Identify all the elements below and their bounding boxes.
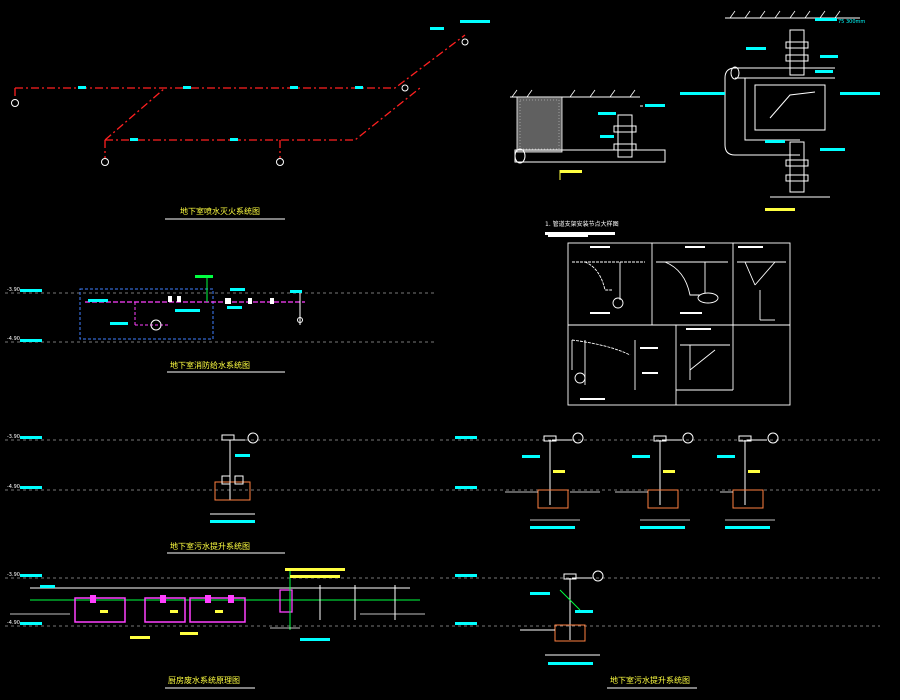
wall-penetration-detail — [510, 89, 666, 180]
elev-a-waste: -3.90 — [7, 572, 20, 578]
elev-b-waste: -4.90 — [7, 620, 20, 626]
sprinkler-isometric — [14, 34, 466, 158]
wastewater-system-left: -3.90 -4.90 — [5, 568, 435, 641]
title-drain1: 地下室污水提升系统图 — [170, 541, 250, 551]
sprinkler-small-labels — [78, 20, 490, 141]
elev-b-drain: -4.90 — [7, 484, 20, 490]
title-drain2: 地下室污水提升系统图 — [610, 675, 690, 685]
pump-room-system: -3.90 -4.90 — [5, 275, 435, 343]
drainage-system-right — [440, 432, 880, 529]
elev-a-pump: -3.90 — [7, 287, 20, 293]
title-sprinkler: 地下室喷水灭火系统图 — [180, 206, 260, 216]
drainage-system-bottom-right — [440, 570, 880, 665]
title-detail: 1. 管道支架安装节点大样图 — [545, 220, 619, 228]
ceiling-label: 75 300mm — [838, 19, 865, 25]
elev-b-pump: -4.90 — [7, 336, 20, 342]
elev-a-drain: -3.90 — [7, 434, 20, 440]
drainage-system-left: -3.90 -4.90 — [5, 432, 435, 523]
title-wastewater: 厨房废水系统原理图 — [168, 675, 240, 685]
title-pump-room: 地下室消防给水系统图 — [170, 360, 250, 370]
bypass-labels — [680, 18, 880, 211]
sprinkler-heads — [11, 38, 469, 166]
pipe-bypass-detail — [724, 10, 860, 198]
support-detail-table — [567, 242, 791, 406]
detail-table-text — [548, 235, 763, 400]
